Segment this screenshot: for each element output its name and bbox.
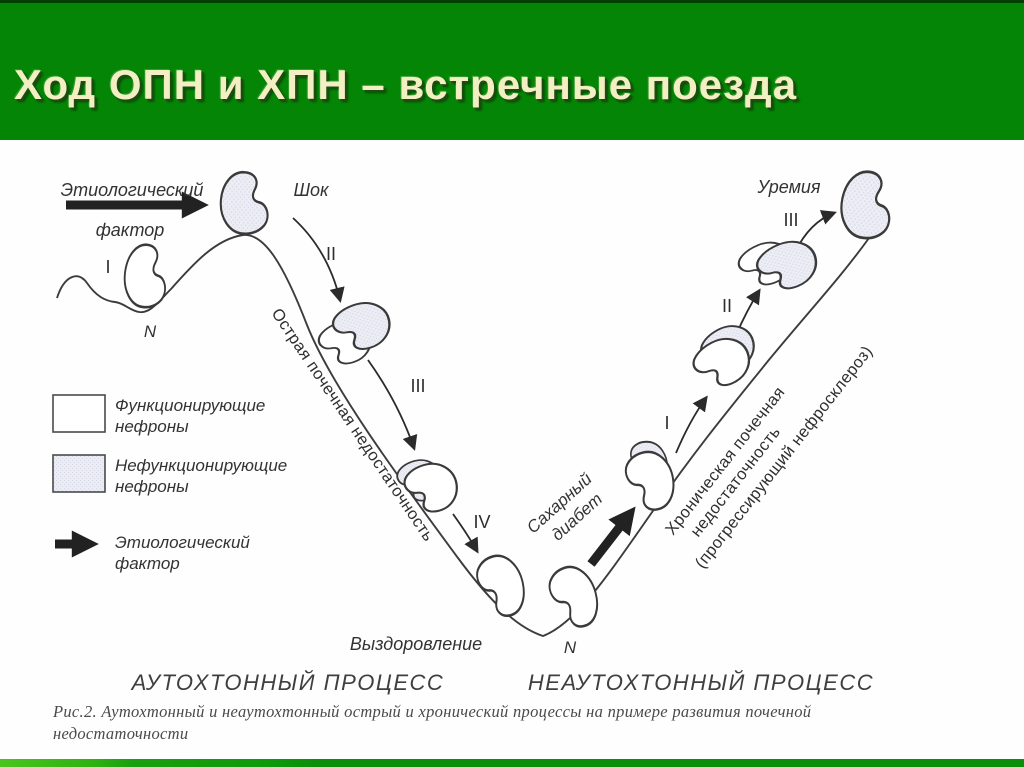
stage-iv-desc-label: IV	[473, 512, 490, 532]
legend-nonfunctioning-line2: нефроны	[115, 477, 189, 496]
diagram-area: Этиологический фактор Шок I N Острая поч…	[0, 140, 1024, 759]
slide-bottom-bar	[0, 759, 1024, 767]
arrow-stage-i-asc	[675, 395, 708, 454]
slide-title: Ход ОПН и ХПН – встречные поезда	[14, 61, 798, 108]
kidney-normal-bottom	[543, 559, 606, 634]
process-curve	[56, 234, 870, 638]
diabetes-label: Сахарный диабет	[523, 469, 606, 545]
legend-etiologic-line2: фактор	[115, 554, 180, 573]
legend-swatch-nonfunctioning	[52, 454, 106, 493]
etiologic-factor-label-line2: фактор	[96, 220, 165, 240]
diabetes-arrow	[587, 506, 636, 567]
legend-nonfunctioning-line1: Нефункционирующие	[115, 456, 287, 475]
legend: Функционирующие нефроны Нефункционирующи…	[52, 394, 287, 573]
non-autochthonous-process-label: НЕАУТОХТОННЫЙ ПРОЦЕСС	[528, 669, 874, 695]
stage-i-left-label: I	[105, 257, 110, 277]
kidney-uremia	[835, 167, 897, 243]
autochthonous-process-label: АУТОХТОННЫЙ ПРОЦЕСС	[130, 669, 445, 695]
stage-iii-desc-label: III	[410, 376, 425, 396]
stage-iii-asc-label: III	[783, 210, 798, 230]
figure-caption-line1: Рис.2. Аутохтонный и неаутохтонный остры…	[52, 702, 812, 721]
kidney-stage-iv-desc	[471, 549, 532, 623]
legend-functioning-line2: нефроны	[115, 417, 189, 436]
stage-ii-desc-label: II	[326, 244, 336, 264]
stage-ii-asc-label: II	[722, 296, 732, 316]
kidney-stage-ii-desc	[314, 294, 397, 372]
stage-i-asc-label: I	[664, 413, 669, 433]
arrow-stage-iii-desc	[367, 359, 418, 451]
figure-caption-line2: недостаточности	[53, 724, 188, 743]
renal-failure-diagram: Этиологический фактор Шок I N Острая поч…	[52, 167, 897, 743]
n-bottom-label: N	[564, 638, 577, 657]
chronic-renal-failure-label: Хроническая почечная недостаточность (пр…	[662, 343, 876, 572]
kidney-stage-ii-asc	[733, 232, 825, 299]
slide-header: Ход ОПН и ХПН – встречные поезда	[0, 0, 1024, 140]
kidney-diabetes	[621, 439, 680, 516]
shock-label: Шок	[293, 180, 330, 200]
kidney-shock	[218, 170, 271, 236]
uremia-label: Уремия	[756, 177, 820, 197]
legend-etiologic-line1: Этиологический	[115, 533, 250, 552]
arrow-stage-ii-desc	[292, 217, 345, 303]
legend-swatch-functioning	[52, 394, 106, 433]
recovery-label: Выздоровление	[350, 634, 482, 654]
legend-functioning-line1: Функционирующие	[115, 396, 265, 415]
n-left-label: N	[144, 322, 157, 341]
kidney-normal-left	[120, 241, 171, 311]
kidney-stage-i-asc	[686, 316, 763, 397]
arrow-stage-iv-desc	[452, 513, 479, 554]
etiologic-factor-label-line1: Этиологический	[61, 180, 204, 200]
